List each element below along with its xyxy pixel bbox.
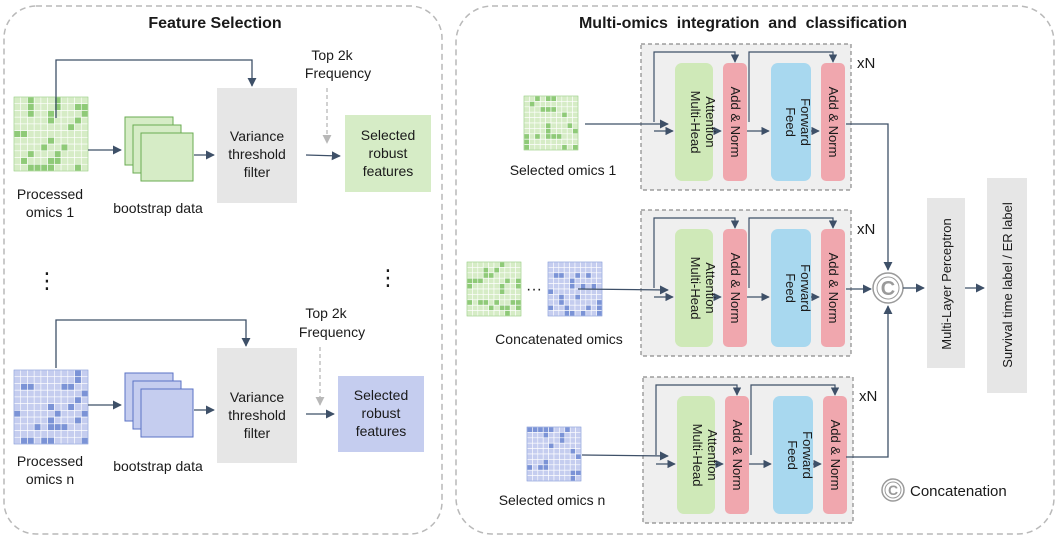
- multi-head-attention-block: [675, 63, 713, 181]
- bootstrap-data-label-top: bootstrap data: [113, 200, 203, 216]
- arrow-to-selected-top: [305, 151, 341, 161]
- top2k-label-top: Top 2k: [311, 47, 353, 63]
- ellipsis-left: ⋮: [36, 268, 58, 293]
- variance-filter-bottom: [217, 348, 297, 463]
- selected-top-text-3: features: [363, 163, 414, 179]
- mlp-block: [927, 198, 965, 368]
- variance-filter-bottom-text-3: filter: [244, 425, 271, 441]
- integration-title: Multi-omics integration and classificati…: [579, 15, 907, 32]
- processed-omics-1-label-2: omics 1: [26, 204, 74, 220]
- mha-label-2: Attention: [705, 429, 720, 480]
- variance-filter-top-text-3: filter: [244, 164, 271, 180]
- variance-filter-bottom-text-1: Variance: [230, 389, 284, 405]
- feed-forward-block: [771, 229, 811, 347]
- mlp-label: Multi-Layer Perceptron: [939, 218, 954, 350]
- legend-concat-icon-inner: [884, 481, 902, 499]
- feed-forward-block: [771, 63, 811, 181]
- repeat-xN-label: xN: [859, 388, 877, 405]
- add-norm-block-2: [823, 396, 847, 514]
- concat-dots: ···: [526, 281, 542, 298]
- ff-label-1: Feed: [785, 440, 800, 470]
- multi-head-attention-block: [675, 229, 713, 347]
- bootstrap-stack-bottom: [124, 372, 194, 438]
- addnorm-label-2: Add & Norm: [826, 87, 841, 158]
- addnorm-label-1: Add & Norm: [730, 420, 745, 491]
- legend-concat-letter: C: [888, 482, 898, 498]
- concat-omics-matrix-2: [547, 261, 603, 317]
- mha-label-2: Attention: [703, 262, 718, 313]
- mha-label-1: Multi-Head: [690, 424, 705, 487]
- addnorm-label-1: Add & Norm: [728, 87, 743, 158]
- concat-node-inner: [876, 276, 900, 300]
- selected-bottom-text-2: robust: [362, 405, 401, 421]
- encodern-to-concat: [846, 305, 893, 458]
- top2k-label-bottom: Top 2k: [305, 305, 347, 321]
- repeat-xN-label: xN: [857, 221, 875, 238]
- ff-label-2: Forward: [798, 264, 813, 312]
- processed-omics-n-label-2: omics n: [26, 471, 74, 487]
- addnorm-label-2: Add & Norm: [826, 253, 841, 324]
- selected-features-top: [345, 115, 431, 192]
- selected-features-bottom: [338, 376, 424, 452]
- repeat-xN-label: xN: [857, 55, 875, 72]
- ff-label-2: Forward: [800, 431, 815, 479]
- mha-label-1: Multi-Head: [688, 91, 703, 154]
- add-norm-block-1: [723, 63, 747, 181]
- selected-omics-1-label: Selected omics 1: [510, 162, 617, 178]
- selected-top-text-1: Selected: [361, 127, 415, 143]
- selected-omics-n-matrix: [526, 426, 582, 482]
- selected-top-text-2: robust: [369, 145, 408, 161]
- variance-filter-top-text-1: Variance: [230, 128, 284, 144]
- frequency-label-top: Frequency: [305, 65, 371, 81]
- add-norm-block-1: [725, 396, 749, 514]
- addnorm-label-2: Add & Norm: [828, 420, 843, 491]
- legend-concatenation-label: Concatenation: [910, 483, 1007, 500]
- arrow-omicsn-to-encoder: [581, 451, 669, 461]
- concatenated-omics-label: Concatenated omics: [495, 331, 623, 347]
- selected-omics-1-matrix: [523, 95, 579, 151]
- ff-label-2: Forward: [798, 98, 813, 146]
- omics-n-matrix: [13, 369, 89, 445]
- skip-arrow-bottom: [55, 319, 251, 368]
- concat-node-letter: C: [881, 278, 895, 300]
- add-norm-block-2: [821, 229, 845, 347]
- output-label: Survival time label / ER label: [1000, 202, 1015, 368]
- selected-bottom-text-3: features: [356, 423, 407, 439]
- encoder1-to-concat: [846, 123, 893, 271]
- concat-omics-matrix-1: [466, 261, 522, 317]
- add-norm-block-1: [723, 229, 747, 347]
- frequency-label-bottom: Frequency: [299, 324, 365, 340]
- feed-forward-block: [773, 396, 813, 514]
- mha-label-2: Attention: [703, 96, 718, 147]
- addnorm-label-1: Add & Norm: [728, 253, 743, 324]
- omics-1-matrix: [13, 96, 89, 172]
- output-block: [987, 178, 1027, 393]
- selected-omics-n-label: Selected omics n: [499, 492, 606, 508]
- ellipsis-right: ⋮: [377, 265, 399, 290]
- variance-filter-top: [217, 88, 297, 203]
- multi-head-attention-block: [677, 396, 715, 514]
- processed-omics-n-label: Processed: [17, 453, 83, 469]
- variance-filter-top-text-2: threshold: [228, 146, 286, 162]
- skip-arrow-top: [55, 59, 257, 118]
- bootstrap-stack-top: [124, 116, 194, 182]
- variance-filter-bottom-text-2: threshold: [228, 407, 286, 423]
- arrow-concat-to-encoder: [577, 285, 669, 295]
- bootstrap-data-label-bottom: bootstrap data: [113, 458, 203, 474]
- add-norm-block-2: [821, 63, 845, 181]
- mha-label-1: Multi-Head: [688, 257, 703, 320]
- feature-selection-title: Feature Selection: [148, 15, 281, 32]
- ff-label-1: Feed: [783, 107, 798, 137]
- processed-omics-1-label: Processed: [17, 186, 83, 202]
- selected-bottom-text-1: Selected: [354, 387, 408, 403]
- ff-label-1: Feed: [783, 273, 798, 303]
